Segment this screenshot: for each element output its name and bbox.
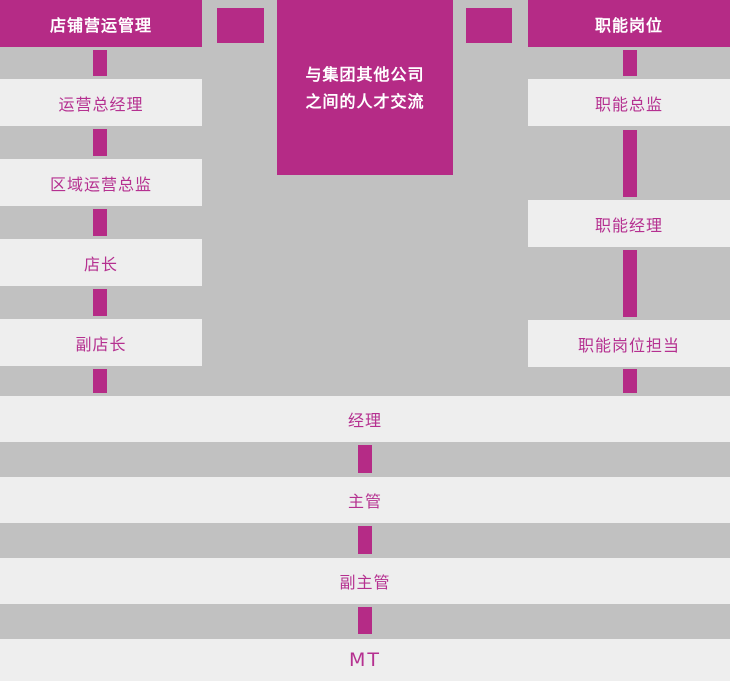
connector-right-1 bbox=[623, 50, 637, 76]
connector-left-1 bbox=[93, 50, 107, 76]
store-operations-column-header: 店铺营运管理 bbox=[0, 0, 202, 47]
connector-left-3 bbox=[93, 209, 107, 236]
connector-center-1 bbox=[358, 445, 372, 473]
shared-level-manager: 经理 bbox=[0, 396, 730, 442]
level-box-store-manager: 店长 bbox=[0, 239, 202, 286]
connector-left-4 bbox=[93, 289, 107, 316]
connector-left-2 bbox=[93, 129, 107, 156]
right-dash-connector bbox=[466, 8, 512, 43]
level-box-functional-director: 职能总监 bbox=[528, 79, 730, 126]
functional-positions-column-header: 职能岗位 bbox=[528, 0, 730, 47]
connector-right-2 bbox=[623, 130, 637, 197]
level-box-regional-operations-director: 区域运营总监 bbox=[0, 159, 202, 206]
level-box-deputy-store-manager: 副店长 bbox=[0, 319, 202, 366]
shared-level-deputy-supervisor: 副主管 bbox=[0, 558, 730, 604]
talent-exchange-line2: 之间的人才交流 bbox=[305, 91, 425, 111]
connector-left-5 bbox=[93, 369, 107, 393]
level-box-functional-manager: 职能经理 bbox=[528, 200, 730, 247]
level-box-operations-general-manager: 运营总经理 bbox=[0, 79, 202, 126]
talent-exchange-box: 与集团其他公司 之间的人才交流 bbox=[277, 0, 453, 175]
left-dash-connector bbox=[217, 8, 264, 43]
connector-center-3 bbox=[358, 607, 372, 634]
connector-center-2 bbox=[358, 526, 372, 554]
level-box-functional-position-holder: 职能岗位担当 bbox=[528, 320, 730, 367]
talent-exchange-line1: 与集团其他公司 bbox=[305, 64, 425, 84]
shared-level-mt: MT bbox=[0, 639, 730, 681]
connector-right-3 bbox=[623, 250, 637, 317]
connector-right-4 bbox=[623, 369, 637, 393]
shared-level-supervisor: 主管 bbox=[0, 477, 730, 523]
